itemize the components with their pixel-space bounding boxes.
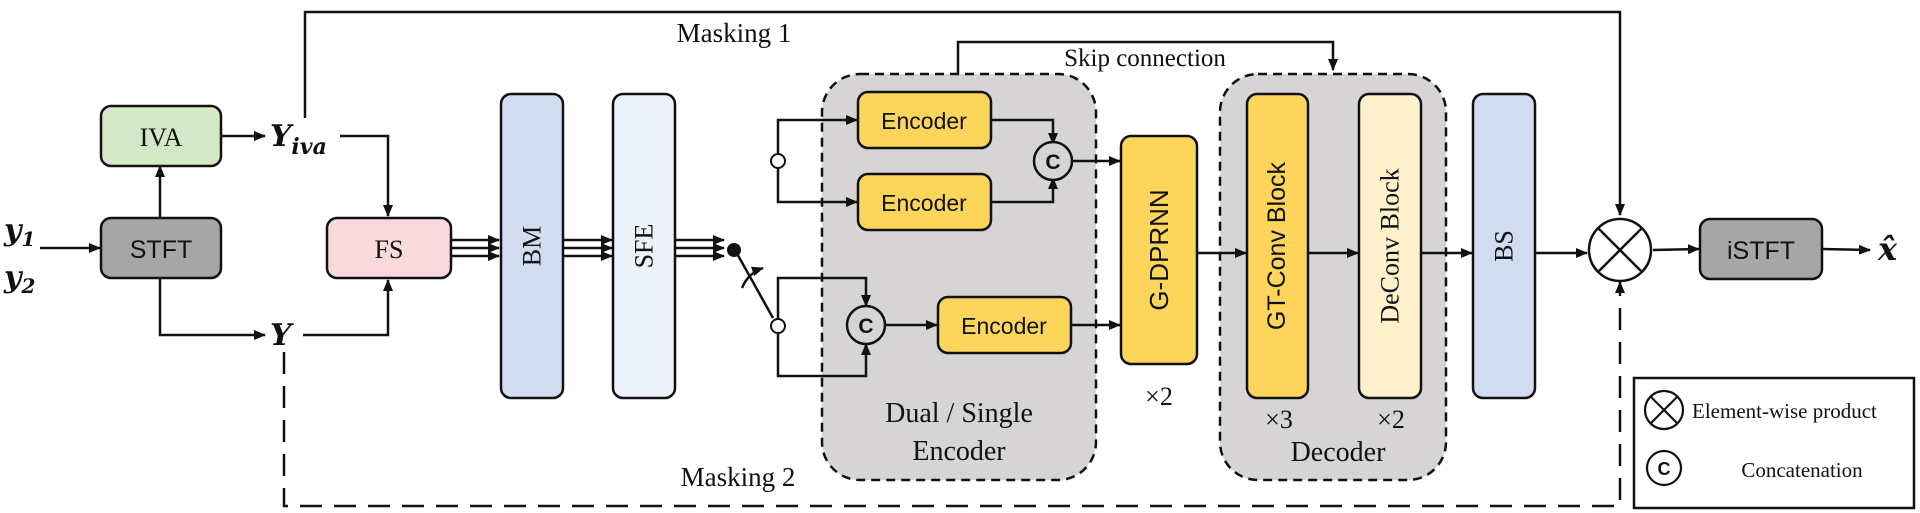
- deconv-label: DeConv Block: [1376, 168, 1405, 323]
- iva-block: [99, 104, 223, 168]
- encoder-bottom-label: Encoder: [961, 313, 1047, 339]
- input-y2: y2: [3, 260, 35, 298]
- gtconv-block: [1245, 92, 1310, 400]
- legend-product-icon: [1643, 389, 1685, 431]
- sfe-label: SFE: [630, 224, 659, 269]
- legend: Element-wise product C Concatenation: [1632, 376, 1916, 510]
- stft-block: [99, 216, 223, 280]
- dual-single-encoder-label-2: Encoder: [912, 436, 1006, 467]
- encoder-top-label: Encoder: [881, 108, 967, 134]
- masking-2-label: Masking 2: [681, 462, 796, 492]
- gdprnn-label: G-DPRNN: [1144, 189, 1174, 310]
- legend-concat-icon: [1645, 449, 1683, 487]
- element-wise-product-icon: [1587, 217, 1653, 283]
- dual-single-encoder-label-1: Dual / Single: [885, 398, 1033, 429]
- connection-lines: [40, 10, 1871, 508]
- concat-top-symbol: C: [1045, 151, 1060, 174]
- bs-label: BS: [1490, 230, 1519, 262]
- fs-block: [325, 216, 453, 280]
- output-x-hat: x̂: [1877, 230, 1898, 268]
- gtconv-label: GT-Conv Block: [1263, 161, 1291, 330]
- masking-1-label: Masking 1: [677, 18, 792, 48]
- stft-label: STFT: [130, 236, 193, 264]
- decoder-label: Decoder: [1291, 437, 1387, 468]
- encoder-bottom-block: [936, 295, 1073, 355]
- switch-pivot: [727, 243, 741, 257]
- signal-y-iva: Yiva: [270, 119, 327, 160]
- input-y1: y1: [3, 213, 35, 251]
- gdprnn-block: [1119, 134, 1199, 366]
- encoder-mid-block: [856, 172, 993, 232]
- deconv-repeat-label: ×2: [1377, 405, 1405, 434]
- switch-contact-top: [770, 153, 786, 169]
- istft-block: [1698, 217, 1824, 281]
- bs-block: [1471, 92, 1537, 400]
- skip-connection-label: Skip connection: [1064, 45, 1226, 72]
- concat-bottom-icon: [845, 304, 887, 346]
- sfe-block: [611, 92, 677, 400]
- gtconv-repeat-label: ×3: [1265, 405, 1293, 434]
- switch-arc: [740, 266, 764, 289]
- encoder-mid-label: Encoder: [881, 190, 967, 216]
- deconv-block: [1357, 92, 1423, 400]
- concat-top-icon: [1032, 140, 1074, 182]
- iva-label: IVA: [140, 123, 183, 152]
- fs-label: FS: [375, 235, 404, 264]
- signal-y: Y: [270, 318, 294, 353]
- istft-label: iSTFT: [1727, 237, 1795, 265]
- switch-contact-bottom: [770, 318, 786, 334]
- concat-bottom-symbol: C: [858, 315, 873, 338]
- legend-concat-label: Concatenation: [1741, 458, 1863, 482]
- encoder-top-block: [856, 90, 993, 150]
- bm-label: BM: [518, 226, 547, 266]
- legend-product-label: Element-wise product: [1692, 399, 1877, 423]
- legend-concat-symbol: C: [1658, 459, 1671, 479]
- gdprnn-repeat-label: ×2: [1145, 382, 1173, 411]
- bm-block: [499, 92, 565, 400]
